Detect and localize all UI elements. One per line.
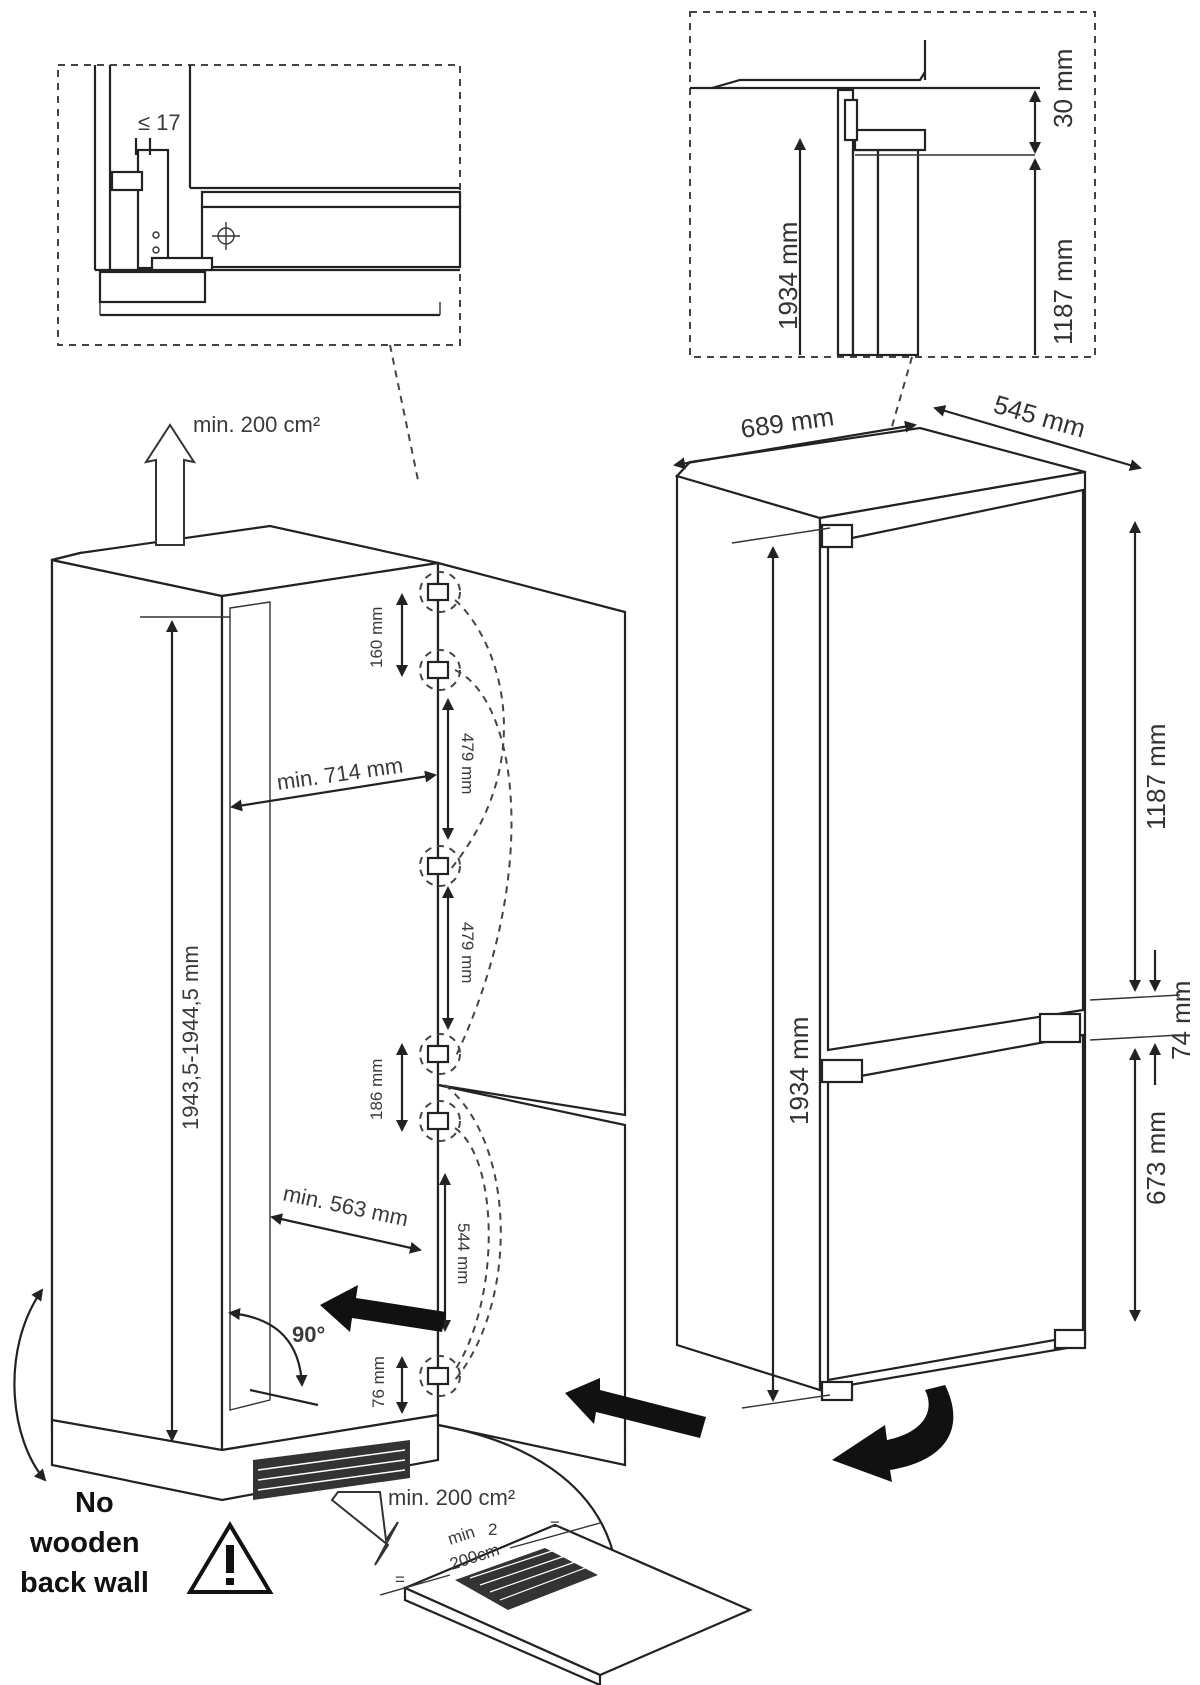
top-1934-label: 1934 mm — [773, 222, 803, 330]
hinge-186-label: 186 mm — [367, 1059, 386, 1120]
hinge-set — [419, 571, 513, 1397]
vent-grille — [253, 1440, 410, 1500]
push-arrow-icon — [320, 1285, 446, 1332]
eq-left-label: = — [395, 1570, 405, 1589]
vent-bottom-arrow-icon — [330, 1491, 399, 1566]
depth-545-label: 545 mm — [990, 389, 1089, 444]
push-arrow-icon — [565, 1378, 706, 1438]
hinge-76-label: 76 mm — [369, 1356, 388, 1408]
hinge-479b-label: 479 mm — [458, 922, 477, 983]
vent-top-arrow-icon — [143, 423, 197, 546]
plinth-vent-detail: = = min 2 200cm min. 200 cm² — [330, 1423, 753, 1685]
vent-top-label: min. 200 cm² — [193, 412, 320, 437]
right-74-label: 74 mm — [1166, 981, 1196, 1060]
vent-bottom-label: min. 200 cm² — [388, 1485, 515, 1510]
warning-line-3: back wall — [20, 1567, 149, 1599]
appliance — [674, 426, 1087, 1402]
furniture-door — [436, 561, 627, 1467]
detail-top-hinge-gap: ≤ 17 — [57, 64, 462, 346]
hinge-icon — [419, 649, 461, 691]
hinge-dimensions: 160 mm 479 mm 479 mm 186 mm 544 mm 76 mm — [367, 593, 477, 1414]
gap-17-label: ≤ 17 — [138, 110, 181, 135]
angle-90-label: 90° — [292, 1322, 325, 1347]
right-1934-label: 1934 mm — [784, 1017, 814, 1125]
hinge-icon — [419, 1033, 461, 1075]
warning-triangle-icon — [186, 1521, 274, 1594]
niche-height-label: 1943,5-1944,5 mm — [178, 945, 203, 1130]
right-673-label: 673 mm — [1141, 1111, 1171, 1205]
rotate-arrow-icon — [832, 1385, 954, 1482]
no-wooden-back-wall-warning: No wooden back wall — [13, 1288, 274, 1599]
plinth-2-label: 2 — [488, 1520, 497, 1539]
hinge-479a-label: 479 mm — [458, 733, 477, 794]
hinge-icon — [419, 1355, 461, 1397]
width-689-label: 689 mm — [739, 401, 836, 444]
right-1187-label: 1187 mm — [1141, 724, 1171, 830]
detail-top-bracket: 30 mm 1187 mm 1934 mm — [689, 11, 1096, 358]
hinge-icon — [419, 845, 461, 887]
top-1187-label: 1187 mm — [1048, 239, 1078, 345]
hinge-544-label: 544 mm — [454, 1223, 473, 1284]
warning-line-1: No — [75, 1487, 114, 1519]
hinge-icon — [419, 571, 461, 613]
eq-right-label: = — [550, 1515, 560, 1534]
hinge-160-label: 160 mm — [367, 607, 386, 668]
cabinet-niche: 1943,5-1944,5 mm min. 714 mm min. 563 mm… — [50, 412, 440, 1502]
warning-line-2: wooden — [29, 1527, 140, 1559]
plinth-min-label: min — [445, 1522, 477, 1549]
top-30-label: 30 mm — [1048, 49, 1078, 128]
hinge-icon — [419, 1100, 461, 1142]
